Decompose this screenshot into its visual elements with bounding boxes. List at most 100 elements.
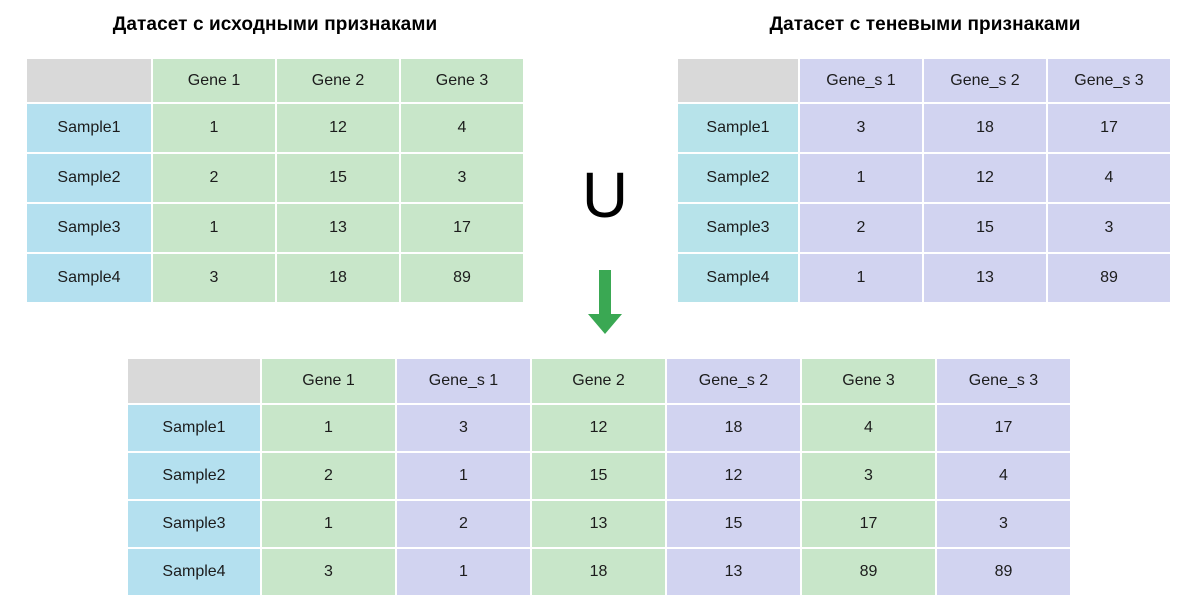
table-cell: 13	[277, 204, 399, 252]
table-cell: 17	[937, 405, 1070, 451]
table-cell: 4	[802, 405, 935, 451]
table-corner-cell	[128, 359, 260, 403]
table-cell: 15	[667, 501, 800, 547]
table-cell: 18	[667, 405, 800, 451]
row-header-cell: Sample2	[27, 154, 151, 202]
table-cell: 1	[800, 154, 922, 202]
table-cell: 12	[667, 453, 800, 499]
table-cell: 13	[667, 549, 800, 595]
table-cell: 2	[800, 204, 922, 252]
table-cell: 3	[937, 501, 1070, 547]
title-shadow-dataset: Датасет с теневыми признаками	[769, 14, 1081, 35]
table-cell: 12	[277, 104, 399, 152]
table-cell: 1	[800, 254, 922, 302]
table-cell: 12	[924, 154, 1046, 202]
table-cell: 3	[262, 549, 395, 595]
table-cell: 3	[401, 154, 523, 202]
column-header: Gene 1	[153, 59, 275, 102]
row-header-cell: Sample4	[27, 254, 151, 302]
table-cell: 89	[937, 549, 1070, 595]
table-cell: 1	[397, 549, 530, 595]
row-header-cell: Sample1	[128, 405, 260, 451]
table-cell: 4	[1048, 154, 1170, 202]
table-cell: 17	[1048, 104, 1170, 152]
column-header: Gene 3	[401, 59, 523, 102]
table-cell: 89	[401, 254, 523, 302]
table-cell: 17	[401, 204, 523, 252]
table-cell: 3	[802, 453, 935, 499]
table-cell: 18	[532, 549, 665, 595]
table-cell: 2	[262, 453, 395, 499]
table-cell: 1	[262, 405, 395, 451]
table-cell: 17	[802, 501, 935, 547]
table-cell: 13	[924, 254, 1046, 302]
table-cell: 18	[924, 104, 1046, 152]
table-cell: 89	[802, 549, 935, 595]
table-cell: 1	[262, 501, 395, 547]
row-header-cell: Sample4	[678, 254, 798, 302]
column-header: Gene 3	[802, 359, 935, 403]
table-cell: 3	[397, 405, 530, 451]
table-cell: 89	[1048, 254, 1170, 302]
table-corner-cell	[678, 59, 798, 102]
title-original-dataset: Датасет с исходными признаками	[112, 14, 438, 35]
table-cell: 15	[924, 204, 1046, 252]
table-cell: 2	[397, 501, 530, 547]
row-header-cell: Sample3	[128, 501, 260, 547]
column-header: Gene_s 1	[397, 359, 530, 403]
table-cell: 3	[1048, 204, 1170, 252]
row-header-cell: Sample2	[678, 154, 798, 202]
row-header-cell: Sample3	[678, 204, 798, 252]
table-cell: 18	[277, 254, 399, 302]
table-cell: 12	[532, 405, 665, 451]
table-cell: 1	[153, 104, 275, 152]
column-header: Gene 2	[277, 59, 399, 102]
row-header-cell: Sample2	[128, 453, 260, 499]
table-cell: 15	[277, 154, 399, 202]
table-cell: 3	[800, 104, 922, 152]
table-cell: 15	[532, 453, 665, 499]
table-cell: 13	[532, 501, 665, 547]
row-header-cell: Sample3	[27, 204, 151, 252]
column-header: Gene_s 1	[800, 59, 922, 102]
table-cell: 2	[153, 154, 275, 202]
table-cell: 3	[153, 254, 275, 302]
table-cell: 4	[401, 104, 523, 152]
table-cell: 4	[937, 453, 1070, 499]
table-cell: 1	[153, 204, 275, 252]
row-header-cell: Sample1	[27, 104, 151, 152]
column-header: Gene 1	[262, 359, 395, 403]
column-header: Gene_s 3	[937, 359, 1070, 403]
column-header: Gene_s 2	[924, 59, 1046, 102]
table-corner-cell	[27, 59, 151, 102]
row-header-cell: Sample1	[678, 104, 798, 152]
table-cell: 1	[397, 453, 530, 499]
column-header: Gene_s 3	[1048, 59, 1170, 102]
column-header: Gene_s 2	[667, 359, 800, 403]
union-operator-symbol: U	[581, 159, 629, 231]
arrow-down-icon	[578, 270, 632, 336]
row-header-cell: Sample4	[128, 549, 260, 595]
